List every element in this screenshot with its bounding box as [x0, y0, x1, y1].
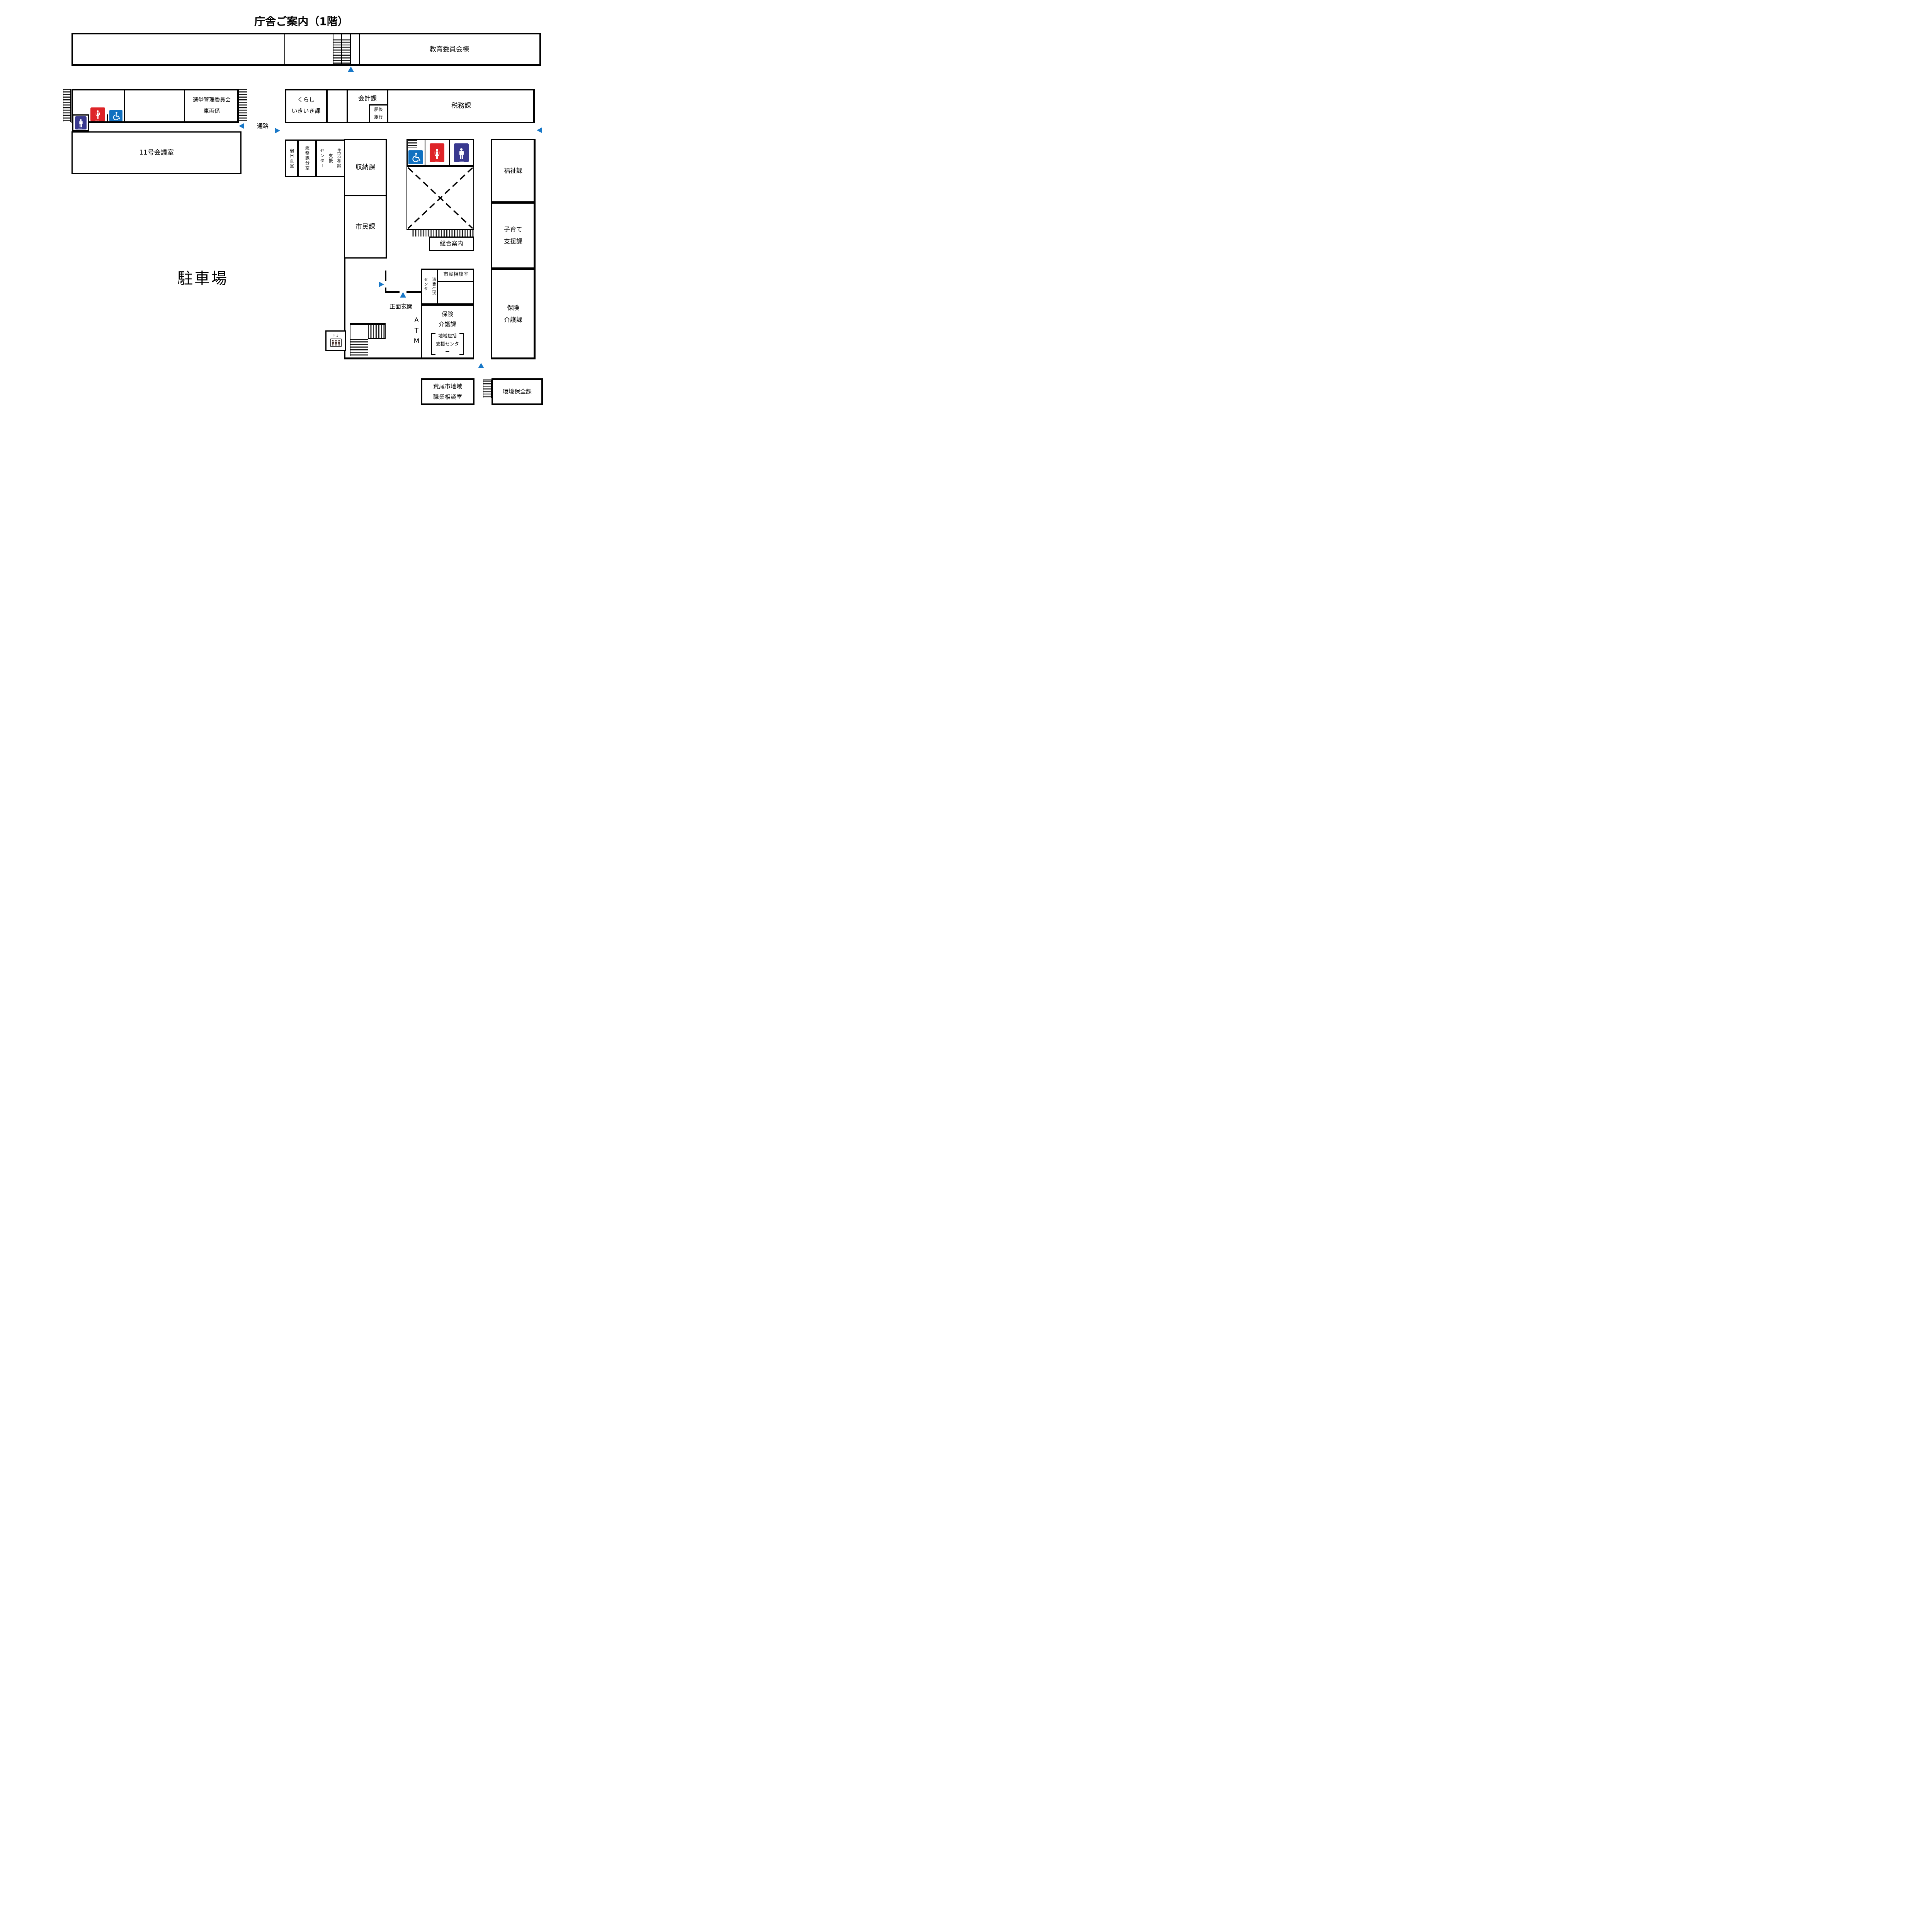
- wall-divider: [359, 34, 360, 64]
- parking-label: 駐車場: [177, 270, 228, 288]
- wall-divider: [284, 34, 285, 64]
- wall-divider: [449, 140, 450, 165]
- room-shokugyo-sodan: 荒尾市地域 職業相談室: [433, 383, 462, 400]
- room-shuno: 収納課: [355, 163, 375, 172]
- mens-toilet-icon: TOILET: [454, 143, 469, 162]
- wall: [344, 259, 345, 330]
- room-hoken-kaigo-center: 保険 介護課: [439, 310, 456, 328]
- room-higo-bank: 肥後 銀行: [374, 107, 383, 119]
- wall-divider: [437, 270, 438, 303]
- hatched-area: [239, 89, 247, 122]
- room-kosodate: 子育て 支援課: [503, 226, 522, 245]
- wall: [406, 291, 421, 293]
- passage-label: 通路: [257, 123, 269, 130]
- room-life-support-outline: [316, 140, 345, 177]
- entrance-label: 正面玄関: [389, 303, 413, 310]
- stairs-cell: [350, 323, 368, 339]
- womens-toilet-icon: TOILET: [430, 143, 444, 162]
- wall: [344, 357, 474, 359]
- room-hoken-right-outline: [491, 269, 536, 359]
- atm-label: ATM: [413, 316, 420, 348]
- arrow-up-icon: [478, 363, 484, 368]
- arrow-right-icon: [275, 128, 280, 133]
- wall-divider: [350, 34, 351, 64]
- stairs-hatched-cell: [350, 339, 368, 356]
- room-shimin-sodan: 市民相談室: [443, 271, 469, 277]
- room-fukushi: 福祉課: [503, 167, 522, 174]
- info-desk-outline: [429, 237, 474, 251]
- arrow-up-icon: [400, 292, 406, 298]
- wall-divider: [184, 90, 185, 121]
- wall-divider: [341, 34, 342, 64]
- room-kurashi-outline: [285, 89, 327, 123]
- stairs-hatched-cell: [368, 323, 386, 339]
- room-shohi-seikatsu-center: 消費生活 センター: [423, 277, 435, 296]
- room-sogo-annai: 総合案内: [440, 240, 463, 247]
- wall: [385, 288, 386, 292]
- room-zeimu-outline: [387, 89, 535, 123]
- room-kosodate-outline: [491, 202, 536, 269]
- arrow-right-icon: [379, 282, 384, 287]
- hatched-area: [483, 379, 492, 398]
- room-shuno-outline: [344, 139, 387, 196]
- room-chiiki-hokatsu: 地域包括 支援センター: [435, 333, 459, 355]
- wall: [344, 349, 345, 359]
- empty-room: [327, 89, 348, 123]
- meeting-room-11-outline: [71, 131, 242, 174]
- job-consult-outline: [421, 378, 474, 405]
- womens-toilet-icon: TOILET: [90, 107, 105, 121]
- hatched-area: [342, 39, 350, 64]
- room-life-support-center: 生活相談 支援 センター: [320, 148, 342, 168]
- education-building-outline: [71, 33, 541, 66]
- page-title: 庁舎ご案内（1階）: [254, 15, 349, 28]
- room-kankyo-hozen: 環境保全課: [502, 388, 532, 395]
- room-meeting-11: 11号会議室: [139, 148, 174, 157]
- room-kurashi-ikiiki: くらし いきいき課: [291, 96, 321, 114]
- kankyo-outline: [492, 378, 543, 405]
- room-shimin: 市民課: [355, 223, 375, 231]
- hatched-area: [412, 230, 474, 237]
- wheelchair-icon: [109, 110, 122, 121]
- bracket-left-icon: [431, 333, 435, 355]
- wall-divider: [107, 114, 108, 123]
- elevator-icon: ↑↓: [325, 330, 346, 351]
- room-hoken-kaigo-right: 保険 介護課: [503, 304, 522, 323]
- room-election-committee: 選挙管理委員会 車両係: [193, 97, 231, 114]
- arrow-left-icon: [239, 123, 244, 129]
- hatched-area: [333, 39, 341, 64]
- room-somu-annex: 総務課分室: [304, 146, 310, 171]
- room-night-duty: 宿日直室: [289, 148, 294, 168]
- elevator-shaft-outline: [406, 166, 474, 230]
- room-education-board: 教育委員会棟: [430, 45, 469, 53]
- wheelchair-icon: [408, 150, 423, 164]
- arrow-up-icon: [348, 66, 354, 72]
- wall-divider: [438, 281, 474, 282]
- dashed-x-icon: [407, 167, 473, 229]
- room-zeimu: 税務課: [451, 102, 471, 110]
- room-fukushi-outline: [491, 139, 536, 202]
- higo-bank-outline: [369, 104, 388, 123]
- consultation-block-outline: [421, 269, 474, 305]
- room-shimin-outline: [344, 195, 387, 259]
- bracket-right-icon: [459, 333, 464, 355]
- wall: [385, 291, 400, 293]
- hatched-area: [408, 140, 417, 148]
- wall-divider: [124, 90, 125, 121]
- chiiki-hokatsu-bracket: 地域包括 支援センター: [431, 333, 464, 355]
- floor-plan-canvas: 庁舎ご案内（1階） 教育委員会棟 選挙管理委員会 車両係 TOILET: [0, 0, 597, 422]
- wall: [385, 271, 386, 281]
- hatched-area: [63, 89, 71, 122]
- room-kaikei: 会計課: [358, 94, 377, 102]
- arrow-left-icon: [537, 128, 542, 133]
- mens-toilet-icon: TOILET: [75, 116, 87, 129]
- elevator-car-icon: [330, 338, 342, 347]
